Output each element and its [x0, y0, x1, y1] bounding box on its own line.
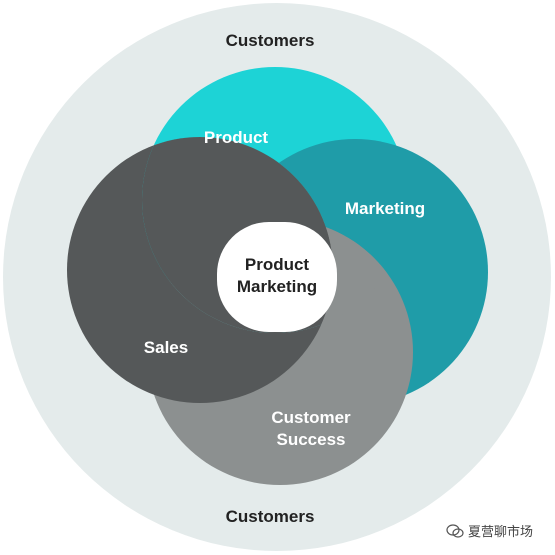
center-label-line2: Marketing — [237, 277, 317, 296]
product-label: Product — [204, 128, 269, 147]
customers-bottom-label: Customers — [226, 507, 315, 526]
watermark: 夏营聊市场 — [446, 521, 533, 540]
customer-success-label-line1: Customer — [271, 408, 351, 427]
sales-over-product — [142, 137, 333, 333]
center-shape — [217, 222, 337, 332]
customers-top-label: Customers — [226, 31, 315, 50]
watermark-text: 夏营聊市场 — [468, 525, 534, 540]
customer-success-label-line2: Success — [277, 430, 346, 449]
marketing-label: Marketing — [345, 199, 425, 218]
center-label-line1: Product — [245, 255, 310, 274]
wechat-icon — [446, 523, 464, 538]
sales-label: Sales — [144, 338, 188, 357]
